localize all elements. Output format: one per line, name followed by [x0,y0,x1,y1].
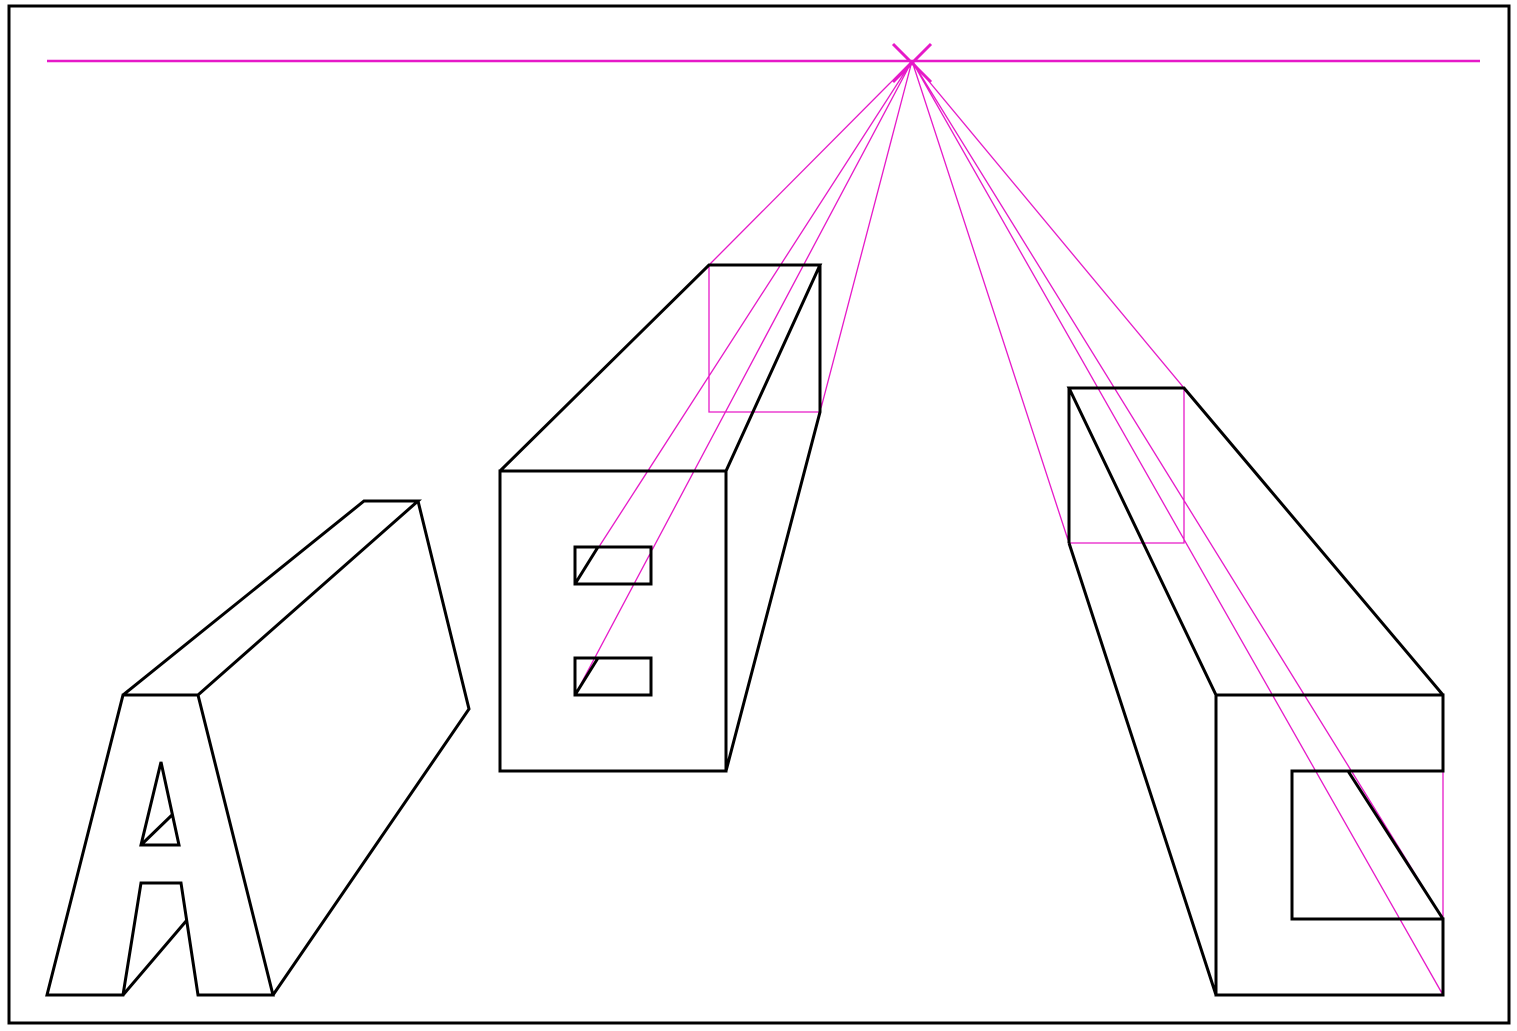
page-border [7,4,1511,1025]
orthogonal-line [911,60,1444,920]
letter-a-block [45,499,471,997]
construction-guides [47,42,1480,996]
letter-c-front-face [1214,693,1445,997]
letter-e-side-face [724,265,822,772]
letter-c-inner-edge [1346,770,1445,920]
letter-e-notch-edge [573,657,600,696]
letter-e-top-face [498,263,823,473]
orthogonal-line [708,60,913,266]
letter-a-side-face [271,500,471,996]
letter-a-inner-edge [139,813,174,847]
orthogonal-line [911,60,1185,389]
back-face-guide [1068,387,1185,544]
letter-c-side-edge [1067,542,1218,996]
letter-a-top-face [122,499,422,697]
orthogonal-line [574,60,913,585]
letter-c-block [1066,386,1445,997]
orthogonal-line [574,60,913,696]
letter-e-block [498,263,823,773]
letter-e-notch [573,545,653,586]
letter-e-notch-edge [573,546,600,585]
letter-e-front-face [498,469,728,773]
orthogonal-line [911,60,1070,544]
orthogonal-line [819,60,913,413]
letter-a-front-face [45,693,275,997]
letter-e-notch [573,656,653,697]
orthogonal-line [911,60,1444,996]
letter-a-inner-edge [121,919,189,996]
letter-c-top-face [1066,386,1445,696]
letter-a-counter [139,761,181,847]
